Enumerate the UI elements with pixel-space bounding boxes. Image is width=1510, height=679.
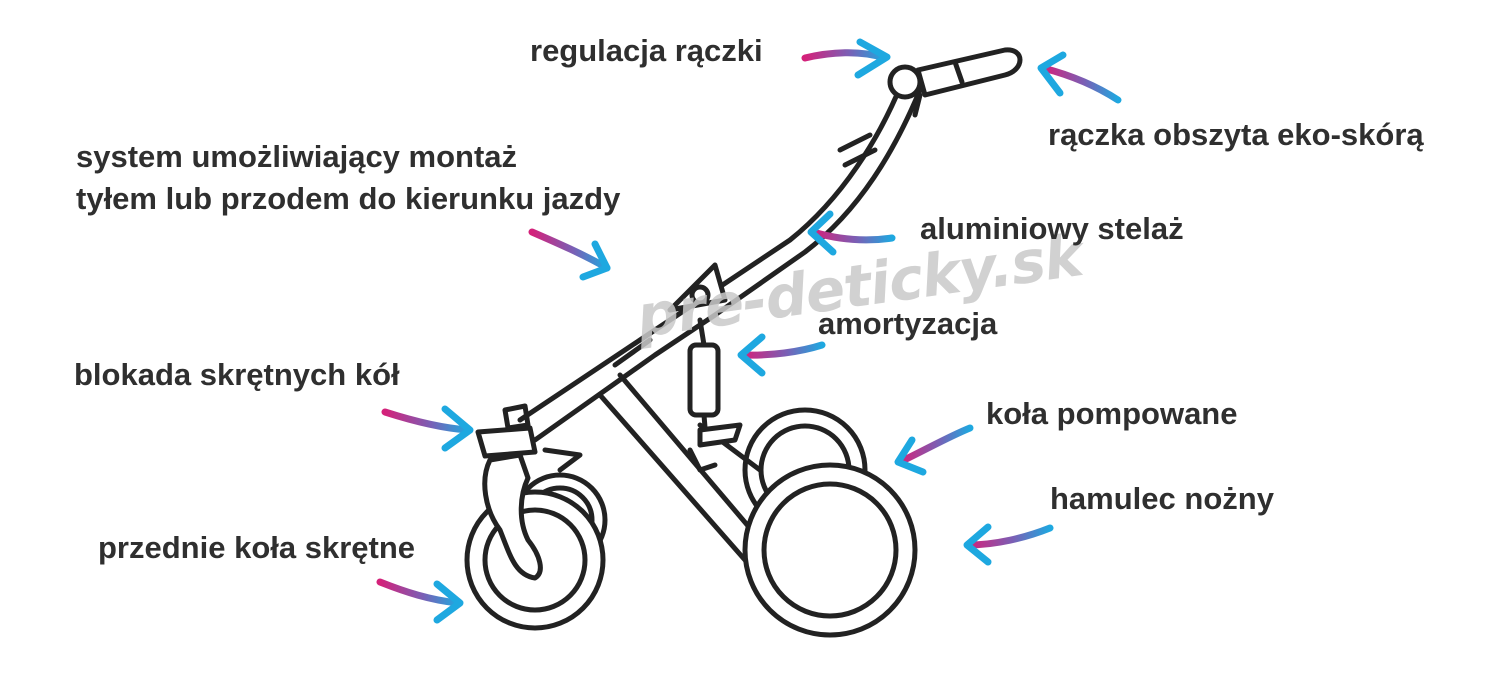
label-handle-adjust: regulacja rączki	[530, 33, 763, 68]
front-fork	[482, 452, 543, 581]
handle-adjust-knob	[887, 64, 923, 100]
label-air-wheels: koła pompowane	[986, 396, 1238, 431]
arrow-foot-brake	[963, 523, 1054, 566]
label-aluminium-frame: aluminiowy stelaż	[920, 211, 1184, 246]
label-handle-leather: rączka obszyta eko-skórą	[1048, 117, 1424, 152]
label-suspension: amortyzacja	[818, 306, 998, 341]
arrow-mount-system	[528, 228, 611, 281]
arrow-suspension	[737, 333, 826, 377]
arrows	[376, 38, 1122, 624]
label-swivel-lock: blokada skrętnych kół	[74, 357, 400, 392]
foot-brake	[697, 422, 743, 448]
arrow-handle-adjust	[801, 38, 891, 79]
handle-bar	[915, 47, 1023, 98]
suspension-shock	[687, 342, 721, 418]
rear-frame	[597, 372, 763, 563]
arrow-swivel-lock	[381, 405, 474, 452]
arrow-handle-leather	[1037, 51, 1122, 104]
arrow-air-wheels	[894, 424, 974, 476]
label-mount-system-line2: tyłem lub przodem do kierunku jazdy	[76, 181, 621, 216]
rear-wheel-front	[742, 462, 918, 638]
label-mount-system-line1: system umożliwiający montaż	[76, 139, 518, 174]
label-front-swivel-wheels: przednie koła skrętne	[98, 530, 416, 565]
arrow-front-wheels	[376, 578, 464, 624]
arrow-aluminium-frame	[807, 210, 896, 256]
label-foot-brake: hamulec nożny	[1050, 481, 1274, 516]
stroller-illustration	[464, 47, 1023, 638]
aluminium-frame	[517, 72, 908, 423]
